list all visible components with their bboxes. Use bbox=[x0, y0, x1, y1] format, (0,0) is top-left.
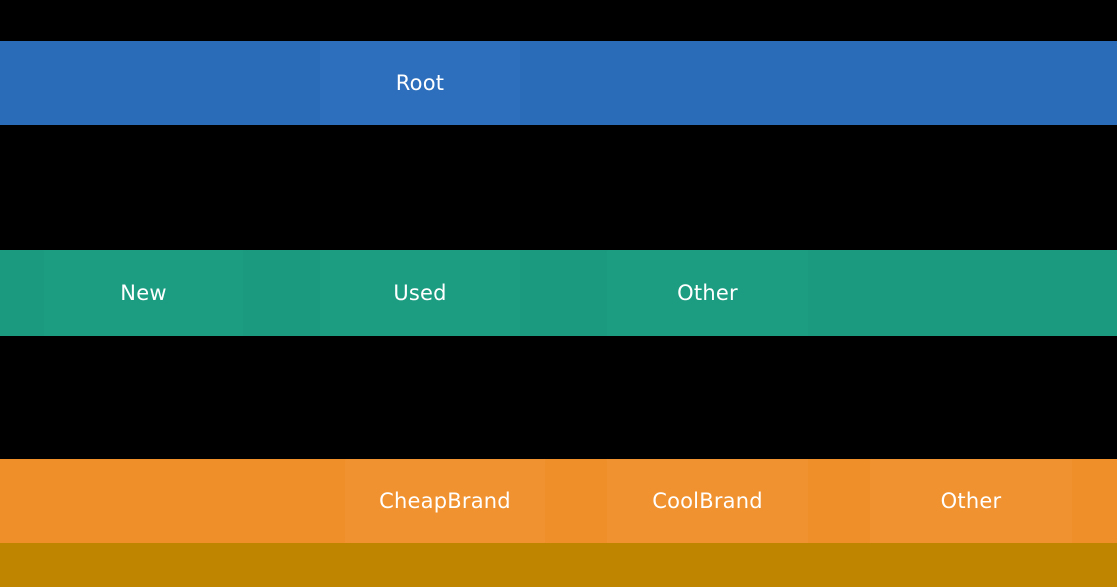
treemap-node-unlabeled[interactable] bbox=[0, 459, 345, 543]
treemap-node-unlabeled[interactable] bbox=[243, 250, 320, 336]
treemap-node-unlabeled[interactable] bbox=[545, 459, 607, 543]
level-1-condition: New Used Other bbox=[0, 250, 1117, 336]
treemap-node-label: New bbox=[120, 280, 167, 305]
treemap-node-unlabeled[interactable] bbox=[0, 41, 320, 125]
level-0-root: Root bbox=[0, 41, 1117, 125]
level-2-brand: CheapBrand CoolBrand Other bbox=[0, 459, 1117, 543]
treemap-node-label: Root bbox=[395, 70, 445, 95]
treemap-node-root[interactable]: Root bbox=[320, 41, 520, 125]
treemap-node-label: CheapBrand bbox=[379, 488, 511, 513]
treemap-node-other[interactable]: Other bbox=[870, 459, 1072, 543]
treemap-node-label: Other bbox=[677, 280, 738, 305]
treemap-node-unlabeled[interactable] bbox=[808, 250, 1117, 336]
treemap-node-label: Used bbox=[393, 280, 447, 305]
treemap-node-unlabeled[interactable] bbox=[0, 250, 44, 336]
treemap-node-label: Other bbox=[940, 488, 1002, 513]
treemap-node-used[interactable]: Used bbox=[320, 250, 520, 336]
level-3-detail bbox=[0, 543, 1117, 587]
treemap-node-unlabeled[interactable] bbox=[1072, 459, 1117, 543]
treemap-node-unlabeled[interactable] bbox=[808, 459, 870, 543]
treemap-node-new[interactable]: New bbox=[44, 250, 243, 336]
treemap-node-unlabeled[interactable] bbox=[520, 41, 1117, 125]
treemap-node-unlabeled[interactable] bbox=[0, 543, 1117, 587]
treemap-node-other[interactable]: Other bbox=[607, 250, 808, 336]
treemap-node-label: CoolBrand bbox=[652, 488, 763, 513]
treemap-node-cheapbrand[interactable]: CheapBrand bbox=[345, 459, 545, 543]
treemap-node-coolbrand[interactable]: CoolBrand bbox=[607, 459, 808, 543]
treemap-node-unlabeled[interactable] bbox=[520, 250, 607, 336]
